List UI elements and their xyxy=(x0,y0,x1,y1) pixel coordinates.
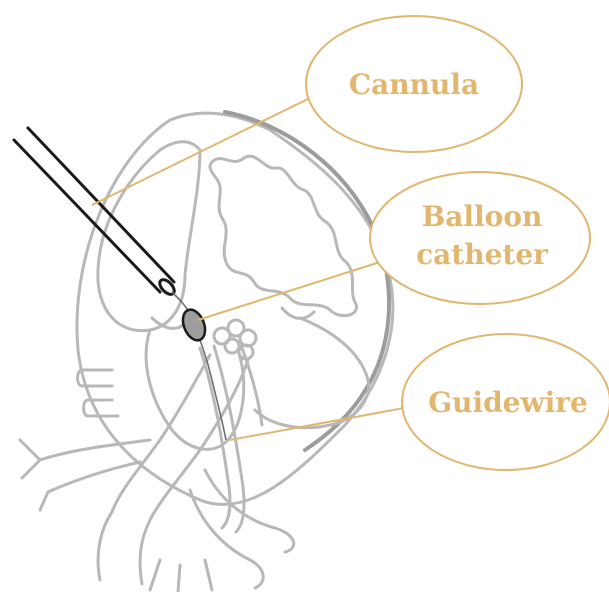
callout-guidewire: Guidewire xyxy=(402,334,609,470)
callout-balloon-catheter: Balloon catheter xyxy=(370,172,590,304)
callout-guidewire-label: Guidewire xyxy=(428,386,588,419)
balloon xyxy=(179,306,210,343)
descending-aorta xyxy=(98,512,150,584)
left-ventricle xyxy=(146,330,244,449)
aortic-cusp-4 xyxy=(225,339,239,353)
callout-cannula-label: Cannula xyxy=(349,68,479,101)
balloon-catheter-icon xyxy=(179,306,210,343)
callout-cannula: Cannula xyxy=(306,16,522,152)
cannula-outer-line-top xyxy=(14,140,160,292)
cannula-icon xyxy=(14,128,177,297)
cannula-outer-line-bottom xyxy=(28,128,174,282)
callout-balloon-label-line1: Balloon xyxy=(422,200,543,233)
aortic-cusp-3 xyxy=(240,330,256,346)
callout-balloon-label-line2: catheter xyxy=(416,238,549,271)
tricuspid-leaflet xyxy=(282,308,314,318)
left-atrium xyxy=(98,142,200,331)
carotid-branches xyxy=(20,440,150,510)
heart-illustration xyxy=(20,112,393,592)
